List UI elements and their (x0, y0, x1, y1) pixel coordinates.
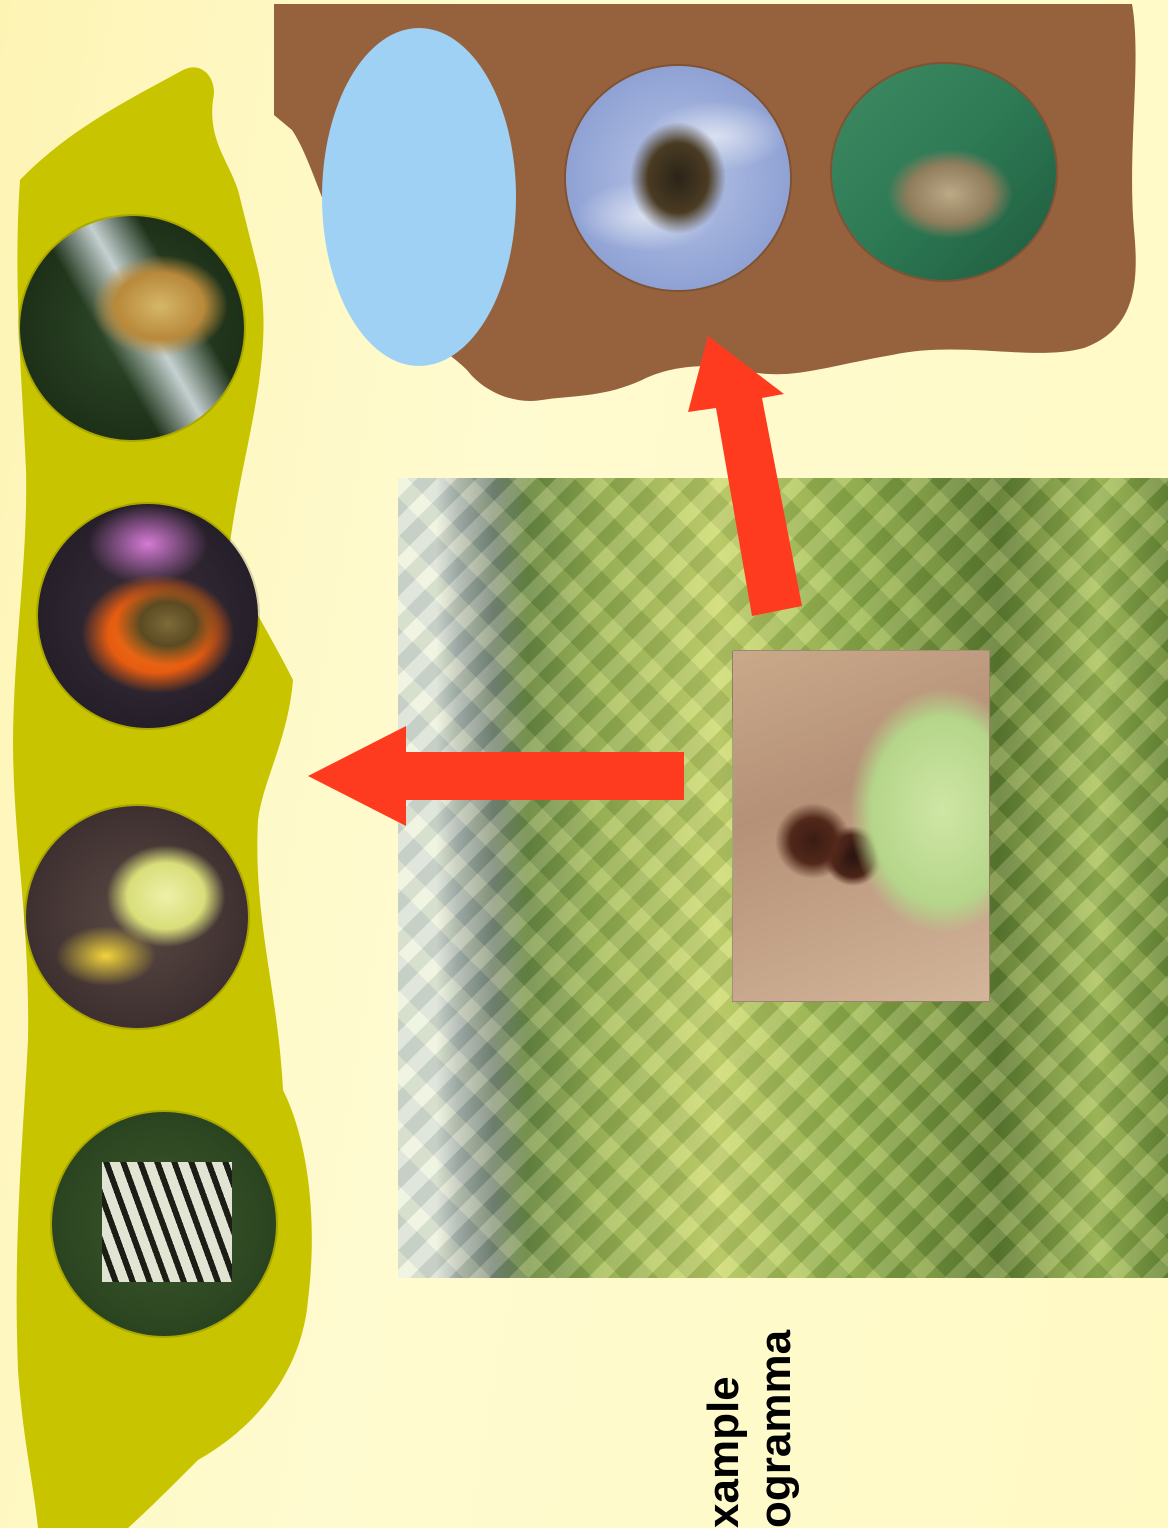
fly-photo (566, 66, 790, 290)
moth-photo (832, 64, 1056, 280)
blue-oval (322, 28, 516, 366)
tortoiseshell-butterfly-photo (38, 504, 258, 728)
parasitoid-on-egg-photo (732, 650, 990, 1002)
caption: xample ogramma (700, 1285, 820, 1528)
brimstone-butterfly-photo (26, 806, 248, 1028)
arrow-up-icon (680, 336, 810, 616)
caption-line-1: xample (702, 1376, 746, 1528)
arrow-left-icon (308, 726, 684, 826)
caption-line-2: ogramma (754, 1330, 798, 1528)
swallowtail-butterfly-photo (52, 1112, 276, 1336)
fritillary-butterfly-photo (20, 216, 244, 440)
